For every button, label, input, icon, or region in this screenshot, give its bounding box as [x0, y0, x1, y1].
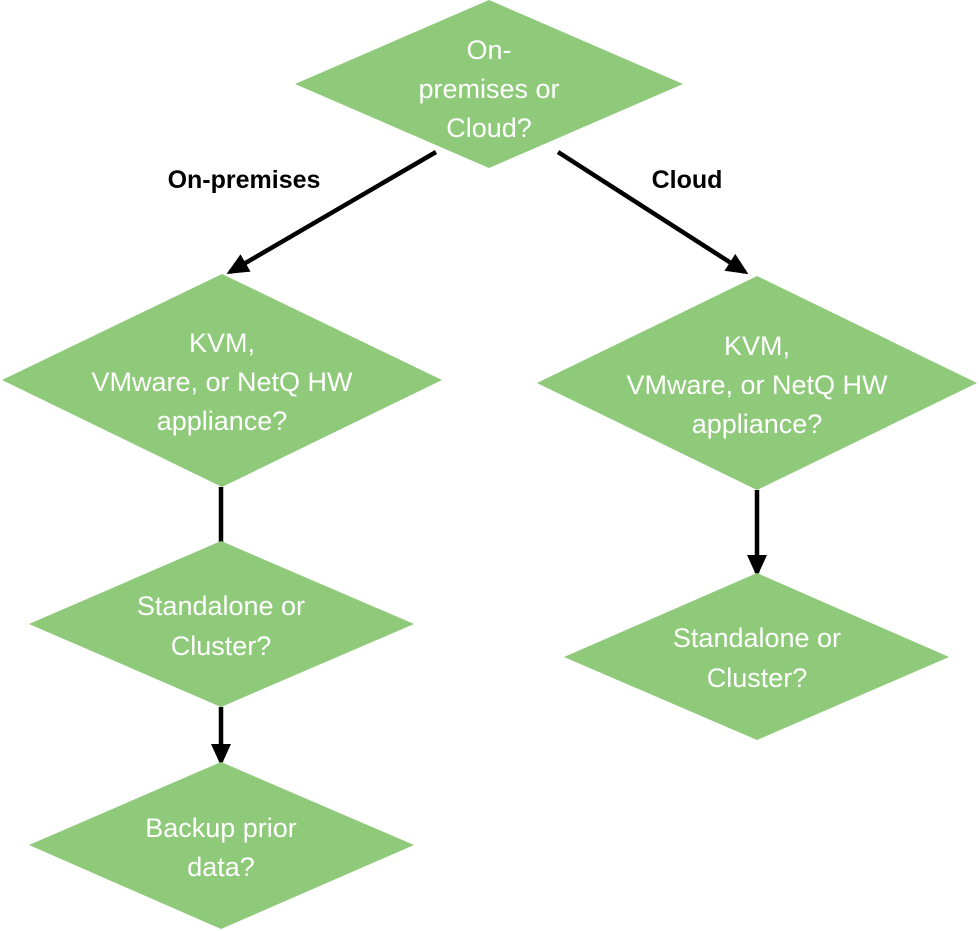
- edges: [211, 150, 767, 766]
- decision-node-cloud-mode: Standalone or Cluster?: [564, 573, 949, 740]
- diamond-shape: [537, 276, 977, 490]
- decision-node-onprem-platform: KVM, VMware, or NetQ HW appliance?: [2, 274, 442, 487]
- node-text-line: Standalone or: [137, 591, 305, 621]
- node-text-line: premises or: [418, 74, 559, 104]
- decision-node-onprem-backup: Backup prior data?: [29, 762, 414, 929]
- decision-node-cloud-platform: KVM, VMware, or NetQ HW appliance?: [537, 276, 977, 490]
- diamond-shape: [29, 762, 414, 929]
- node-text-line: appliance?: [157, 406, 288, 436]
- decision-node-onprem-mode: Standalone or Cluster?: [29, 541, 414, 707]
- node-text-line: Cluster?: [171, 631, 272, 661]
- decision-node-deployment: On- premises or Cloud?: [295, 0, 683, 168]
- node-text-line: KVM,: [189, 328, 255, 358]
- edge-label-on-premises: On-premises: [168, 166, 321, 194]
- node-text-line: appliance?: [692, 409, 823, 439]
- diamond-shape: [295, 0, 683, 168]
- diamond-shape: [564, 573, 949, 740]
- diamond-shape: [29, 541, 414, 707]
- node-text-line: Backup prior: [145, 813, 297, 843]
- node-text-line: VMware, or NetQ HW: [626, 370, 888, 400]
- node-text-line: VMware, or NetQ HW: [91, 367, 353, 397]
- edge-deployment-to-onprem-platform: [226, 150, 438, 275]
- node-text-line: Cluster?: [707, 663, 808, 693]
- edge-deployment-to-cloud-platform: [556, 150, 749, 275]
- node-text-line: On-: [466, 35, 511, 65]
- diamond-shape: [2, 274, 442, 487]
- node-text-line: data?: [187, 852, 255, 882]
- node-text-line: Cloud?: [446, 113, 532, 143]
- node-text-line: KVM,: [724, 331, 790, 361]
- node-text-line: Standalone or: [673, 623, 841, 653]
- edge-label-cloud: Cloud: [652, 166, 723, 194]
